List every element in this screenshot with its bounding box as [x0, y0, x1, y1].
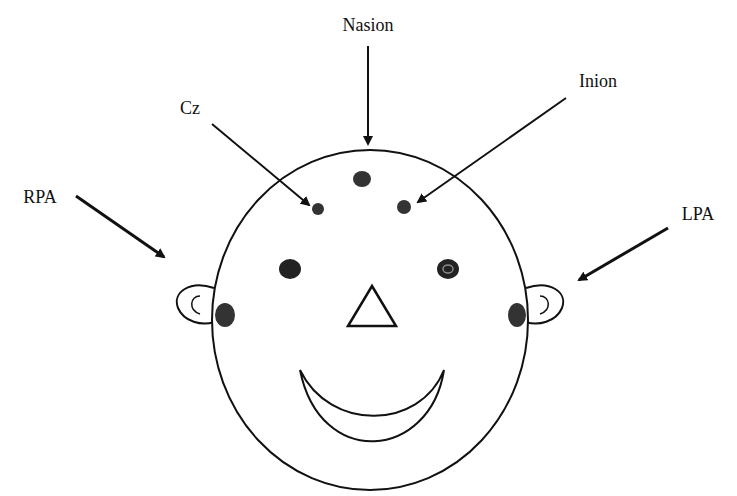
leader-arrow — [212, 124, 309, 205]
leader-arrow — [418, 98, 566, 202]
cz-dot — [312, 203, 324, 215]
head-outline — [212, 150, 528, 490]
nasion-dot — [353, 171, 371, 187]
rpa-dot — [215, 303, 235, 327]
eye — [279, 259, 301, 279]
point-label: Nasion — [343, 16, 394, 34]
right-ear — [177, 285, 214, 323]
eye — [437, 259, 459, 279]
left-ear-inner — [540, 296, 548, 314]
leader-arrow — [579, 228, 668, 280]
right-ear-inner — [192, 296, 200, 314]
mouth — [300, 370, 444, 441]
left-ear — [526, 285, 563, 323]
inion-dot — [397, 200, 411, 214]
point-label: Inion — [579, 72, 617, 90]
eye-ring — [443, 265, 453, 273]
point-label: Cz — [180, 99, 200, 117]
nose — [348, 286, 396, 326]
point-label: RPA — [23, 188, 56, 206]
leader-arrow — [367, 46, 369, 144]
lpa-dot — [508, 303, 526, 327]
leader-arrow — [76, 196, 164, 257]
point-label: LPA — [682, 205, 714, 223]
